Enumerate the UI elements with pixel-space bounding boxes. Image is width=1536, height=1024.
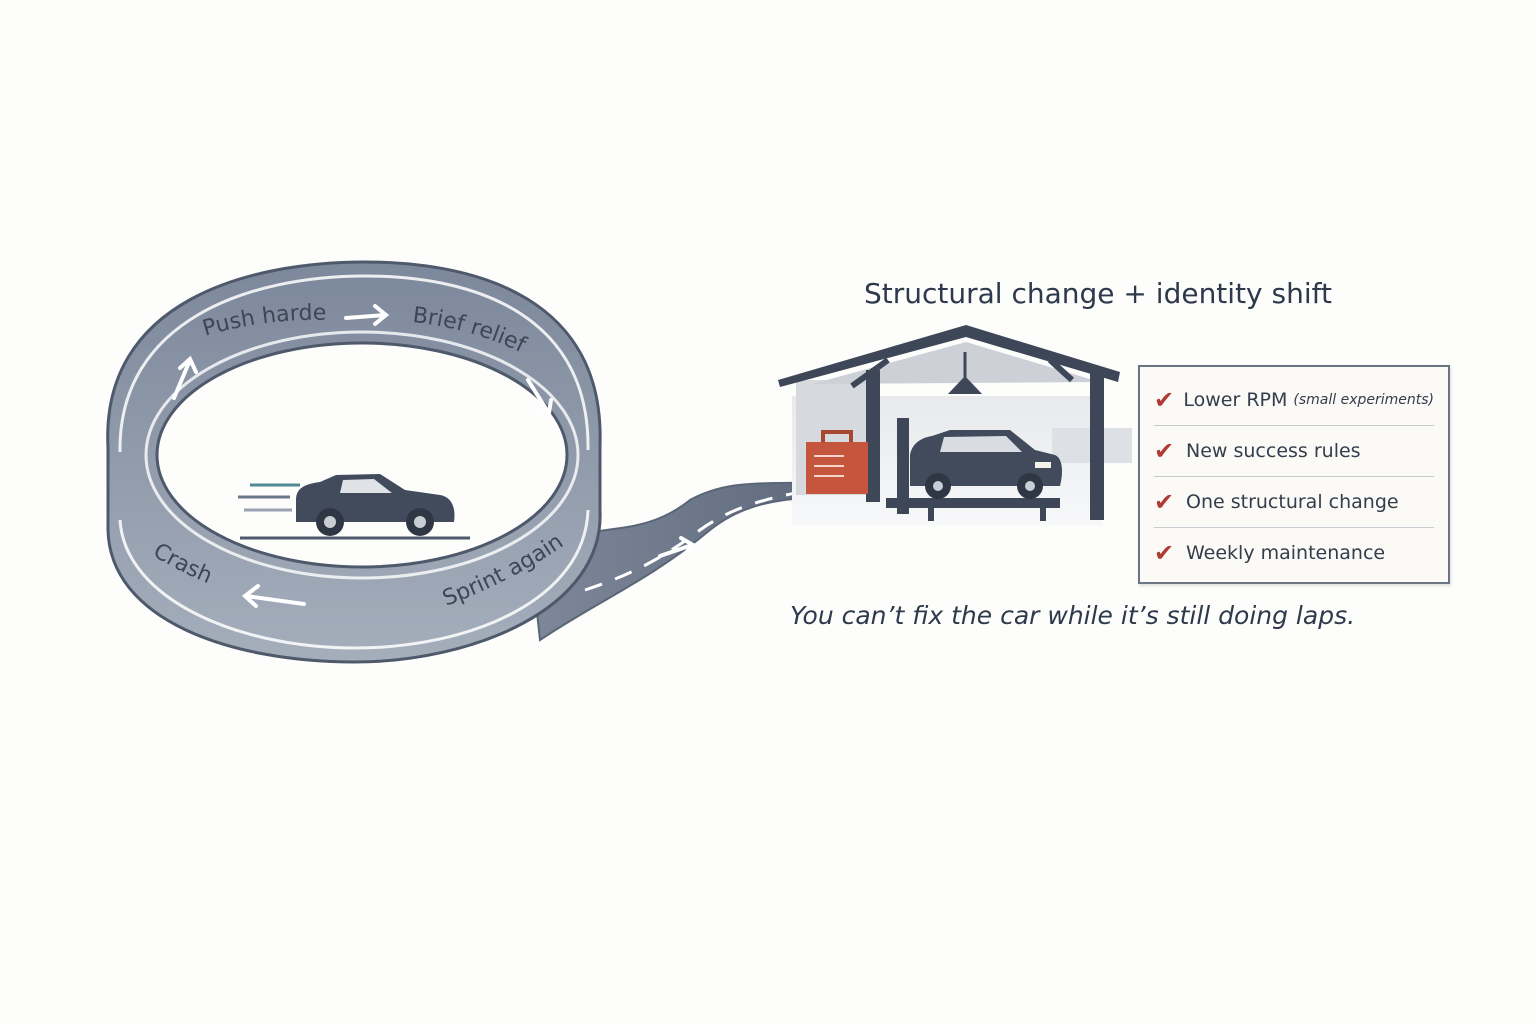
checklist-item-note: (small experiments) [1293, 392, 1434, 408]
checklist-item-label: New success rules [1186, 440, 1361, 462]
check-mark-icon: ✔ [1154, 488, 1175, 516]
garage-column-left [866, 370, 880, 502]
car-in-loop-icon [238, 474, 455, 536]
loop-arrow-icons [172, 304, 697, 608]
ceiling-lamp-icon [948, 376, 982, 394]
garage-title: Structural change + identity shift [864, 277, 1332, 310]
checklist-item-label: One structural change [1186, 491, 1399, 513]
arrow-right-icon [344, 304, 390, 326]
check-mark-icon: ✔ [1154, 386, 1175, 414]
checklist-item: ✔ Lower RPM (small experiments) [1154, 375, 1434, 426]
checklist-item-label: Lower RPM [1183, 389, 1288, 411]
arrow-up-right-icon [172, 355, 198, 400]
car-on-lift-icon [910, 430, 1063, 499]
checklist-item: ✔ Weekly maintenance [1154, 528, 1434, 578]
checklist-item: ✔ One structural change [1154, 477, 1434, 528]
loop-center [155, 341, 569, 569]
road-arrow-right-icon [658, 536, 697, 558]
checklist-item: ✔ New success rules [1154, 426, 1434, 477]
check-mark-icon: ✔ [1154, 539, 1175, 567]
checklist-panel: ✔ Lower RPM (small experiments) ✔ New su… [1138, 365, 1450, 584]
track-loop: Push harder Brief relief Sprint again Cr… [0, 0, 825, 664]
garage-roof [778, 325, 1120, 387]
caption-text: You can’t fix the car while it’s still d… [790, 601, 1356, 630]
garage [778, 325, 1132, 526]
checklist-item-label: Weekly maintenance [1186, 542, 1386, 564]
garage-column-right [1090, 372, 1104, 520]
check-mark-icon: ✔ [1154, 437, 1175, 465]
arrow-left-icon [241, 584, 306, 608]
arrow-down-right-icon [526, 378, 553, 416]
toolbox-icon [806, 430, 868, 494]
